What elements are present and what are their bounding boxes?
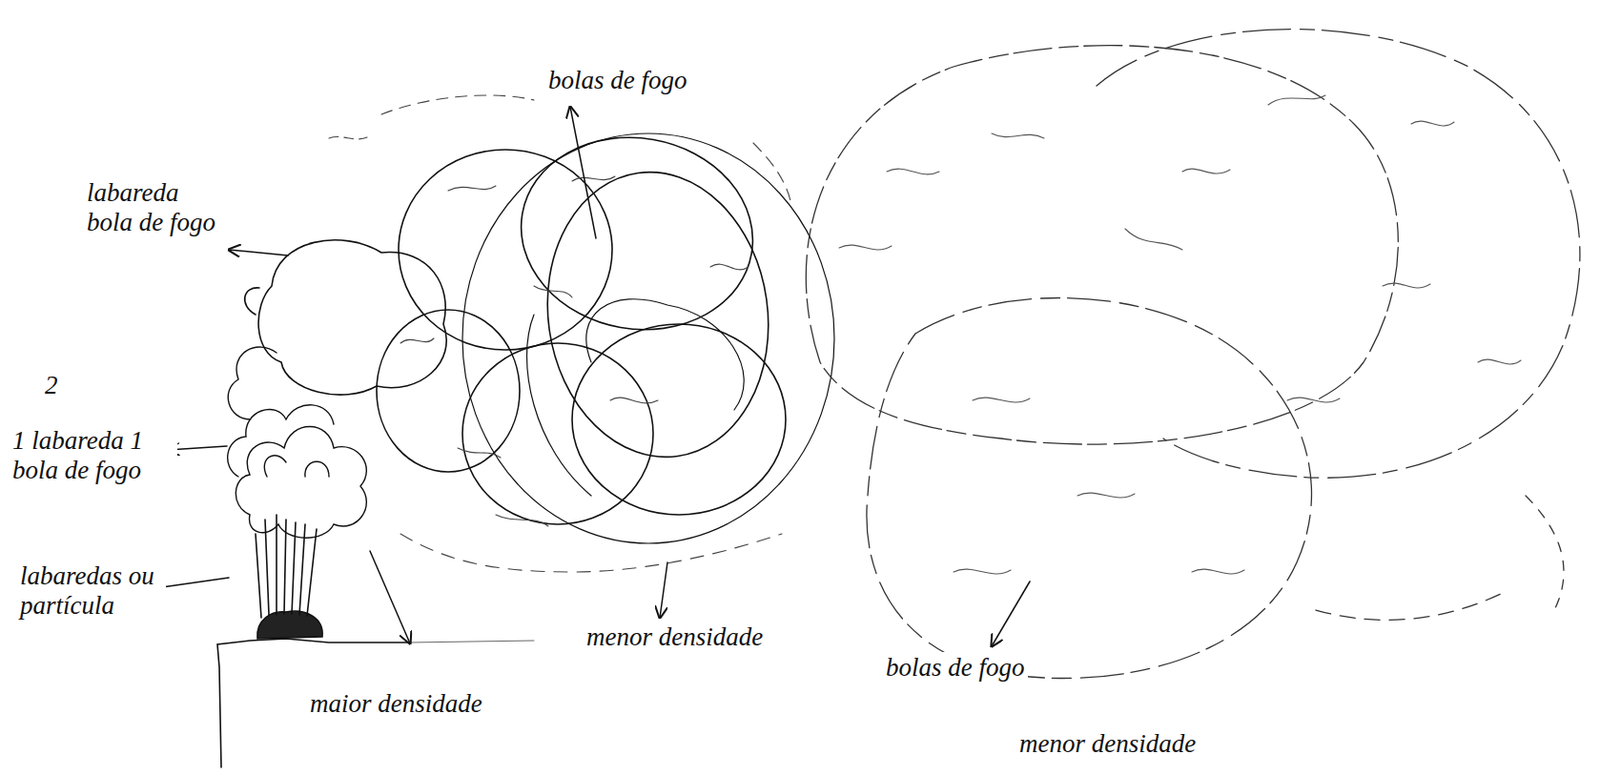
handwritten-label: bolas de fogo (545, 64, 691, 97)
small-fireballs (227, 347, 368, 538)
handwritten-label: labareda bola de fogo (83, 177, 224, 239)
leader-arrow (162, 106, 1030, 647)
handwritten-label: menor densidade (1016, 728, 1199, 760)
handwritten-label: 2 (41, 369, 62, 402)
vent (257, 611, 323, 639)
handwritten-label: bolas de fogo (882, 652, 1028, 684)
ground-line (410, 640, 534, 643)
handwritten-label: menor densidade (583, 621, 766, 654)
handwritten-label: maior densidade (307, 688, 486, 720)
eruption-column (255, 514, 317, 618)
texture-strokes (839, 95, 1521, 575)
fireball-cluster (376, 119, 835, 544)
texture-strokes (328, 95, 792, 573)
handwritten-label: labaredas ou partícula (17, 560, 166, 622)
fireball (245, 287, 260, 315)
handwritten-label: 1 labareda 1 bola de fogo (9, 425, 178, 487)
large-fireballs (805, 29, 1580, 679)
